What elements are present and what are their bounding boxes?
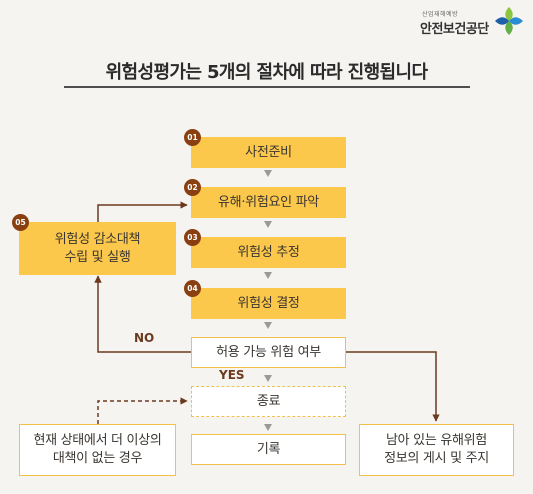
step-3-badge: 03 bbox=[184, 229, 201, 246]
step-2-label: 유해·위험요인 파악 bbox=[218, 194, 319, 210]
decision-label: 허용 가능 위험 여부 bbox=[216, 344, 321, 360]
step-4-label: 위험성 결정 bbox=[237, 295, 300, 311]
no-measure-line-1: 현재 상태에서 더 이상의 bbox=[33, 433, 162, 449]
step-arrow-1 bbox=[264, 170, 272, 177]
step-arrow-4 bbox=[264, 322, 272, 329]
residual-line-1: 남아 있는 유해위험 bbox=[386, 433, 487, 449]
residual-arrow bbox=[346, 351, 440, 422]
no-measure-box: 현재 상태에서 더 이상의 대책이 없는 경우 bbox=[19, 424, 176, 476]
end-box: 종료 bbox=[191, 386, 346, 417]
step-2-badge: 02 bbox=[184, 179, 201, 196]
step-arrow-3 bbox=[264, 272, 272, 279]
step-arrow-5 bbox=[264, 375, 272, 382]
step-3-box: 위험성 추정 bbox=[191, 237, 346, 268]
agency-logo: 산업재해예방 안전보건공단 bbox=[420, 6, 528, 46]
no-label: NO bbox=[134, 331, 155, 345]
step-5-box: 위험성 감소대책 수립 및 실행 bbox=[19, 222, 176, 275]
step-4-badge: 04 bbox=[184, 280, 201, 297]
step-1-badge: 01 bbox=[184, 129, 201, 146]
no-arrow bbox=[94, 275, 192, 353]
decision-box: 허용 가능 위험 여부 bbox=[191, 337, 346, 368]
no-measure-line-2: 대책이 없는 경우 bbox=[52, 451, 143, 466]
step-5-badge: 05 bbox=[12, 214, 29, 231]
end-label: 종료 bbox=[256, 393, 281, 409]
logo-mark-icon bbox=[495, 7, 523, 35]
residual-risk-box: 남아 있는 유해위험 정보의 게시 및 주지 bbox=[359, 424, 514, 476]
record-box: 기록 bbox=[191, 434, 346, 465]
page-title: 위험성평가는 5개의 절차에 따라 진행됩니다 bbox=[105, 62, 428, 83]
step-5-line-2: 수립 및 실행 bbox=[64, 249, 131, 265]
step-1-label: 사전준비 bbox=[245, 144, 292, 160]
yes-label: YES bbox=[219, 368, 245, 382]
logo-subtitle: 산업재해예방 bbox=[422, 11, 459, 18]
residual-line-2: 정보의 게시 및 주지 bbox=[384, 451, 489, 466]
logo-name: 안전보건공단 bbox=[420, 22, 489, 37]
step-1-box: 사전준비 bbox=[191, 137, 346, 168]
step-5-line-1: 위험성 감소대책 bbox=[54, 231, 141, 247]
title-underline bbox=[64, 86, 470, 88]
step-arrow-6 bbox=[264, 424, 272, 431]
step-2-box: 유해·위험요인 파악 bbox=[191, 187, 346, 218]
dashed-arrow bbox=[97, 397, 188, 424]
step-3-label: 위험성 추정 bbox=[237, 244, 300, 260]
step-arrow-2 bbox=[264, 221, 272, 228]
step-4-box: 위험성 결정 bbox=[191, 288, 346, 319]
record-label: 기록 bbox=[256, 441, 281, 457]
